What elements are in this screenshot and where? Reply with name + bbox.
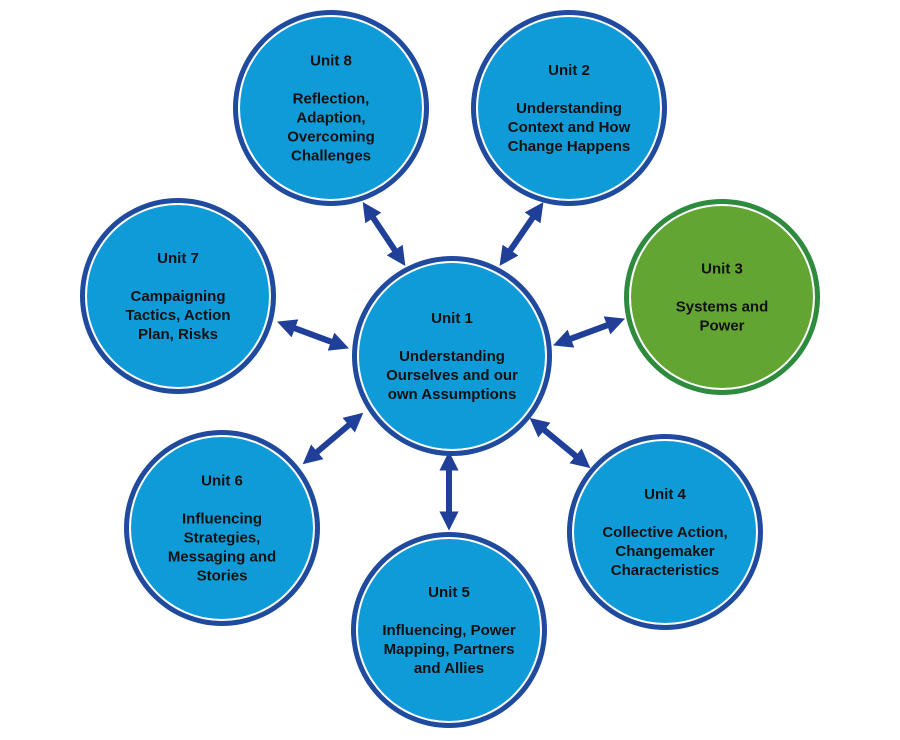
double-arrow-unit-2 — [499, 202, 544, 266]
node-disc-unit-3 — [631, 206, 813, 388]
node-desc-line-unit-4: Collective Action, — [602, 524, 727, 541]
node-desc-line-unit-8: Challenges — [291, 148, 371, 165]
node-disc-unit-7 — [87, 205, 269, 387]
node-title-unit-3: Unit 3 — [701, 261, 743, 278]
double-arrow-unit-6 — [302, 412, 364, 465]
node-title-unit-7: Unit 7 — [157, 250, 199, 267]
node-disc-unit-2 — [478, 17, 660, 199]
node-desc-line-unit-2: Understanding — [516, 100, 622, 117]
node-desc-line-unit-5: Influencing, Power — [382, 622, 516, 639]
node-desc-line-unit-6: Messaging and — [168, 549, 276, 566]
node-disc-unit-6 — [131, 437, 313, 619]
node-disc-unit-1 — [359, 263, 545, 449]
node-desc-line-unit-3: Power — [699, 318, 744, 335]
double-arrow-unit-8 — [362, 202, 406, 266]
node-title-unit-8: Unit 8 — [310, 53, 352, 70]
node-unit-8: Unit 8 Reflection, Adaption, OvercomingChal… — [233, 10, 429, 206]
node-title-unit-1: Unit 1 — [431, 310, 473, 327]
node-desc-line-unit-8: Overcoming — [287, 129, 375, 146]
node-disc-unit-4 — [574, 441, 756, 623]
node-desc-line-unit-7: Campaigning — [130, 288, 225, 305]
node-desc-line-unit-5: and Allies — [414, 660, 484, 677]
node-desc-line-unit-6: Stories — [197, 568, 248, 585]
node-desc-line-unit-2: Change Happens — [508, 138, 631, 155]
double-arrow-unit-7 — [276, 319, 350, 351]
node-title-unit-2: Unit 2 — [548, 62, 590, 79]
node-desc-line-unit-7: Plan, Risks — [138, 326, 218, 343]
node-desc-line-unit-5: Mapping, Partners — [384, 641, 515, 658]
node-desc-line-unit-3: Systems and — [676, 299, 769, 316]
node-desc-line-unit-8: Reflection, — [293, 91, 370, 108]
node-desc-line-unit-4: Characteristics — [611, 562, 719, 579]
node-desc-line-unit-2: Context and How — [508, 119, 631, 136]
node-desc-line-unit-8: Adaption, — [296, 110, 365, 127]
node-title-unit-5: Unit 5 — [428, 584, 470, 601]
node-desc-line-unit-1: Understanding — [399, 348, 505, 365]
node-unit-4: Unit 4 Collective Action, ChangemakerChara… — [567, 434, 763, 630]
node-desc-line-unit-1: Ourselves and our — [386, 367, 518, 384]
node-title-unit-6: Unit 6 — [201, 473, 243, 490]
connector-arrows — [276, 202, 626, 531]
node-desc-line-unit-6: Influencing — [182, 511, 262, 528]
node-desc-line-unit-6: Strategies, — [184, 530, 261, 547]
node-disc-unit-8 — [240, 17, 422, 199]
double-arrow-unit-4 — [529, 417, 591, 469]
double-arrow-unit-3 — [552, 316, 626, 348]
node-desc-line-unit-4: Changemaker — [615, 543, 714, 560]
node-desc-line-unit-7: Tactics, Action — [125, 307, 230, 324]
node-title-unit-4: Unit 4 — [644, 486, 686, 503]
node-disc-unit-5 — [358, 539, 540, 721]
node-desc-line-unit-1: own Assumptions — [388, 386, 517, 403]
